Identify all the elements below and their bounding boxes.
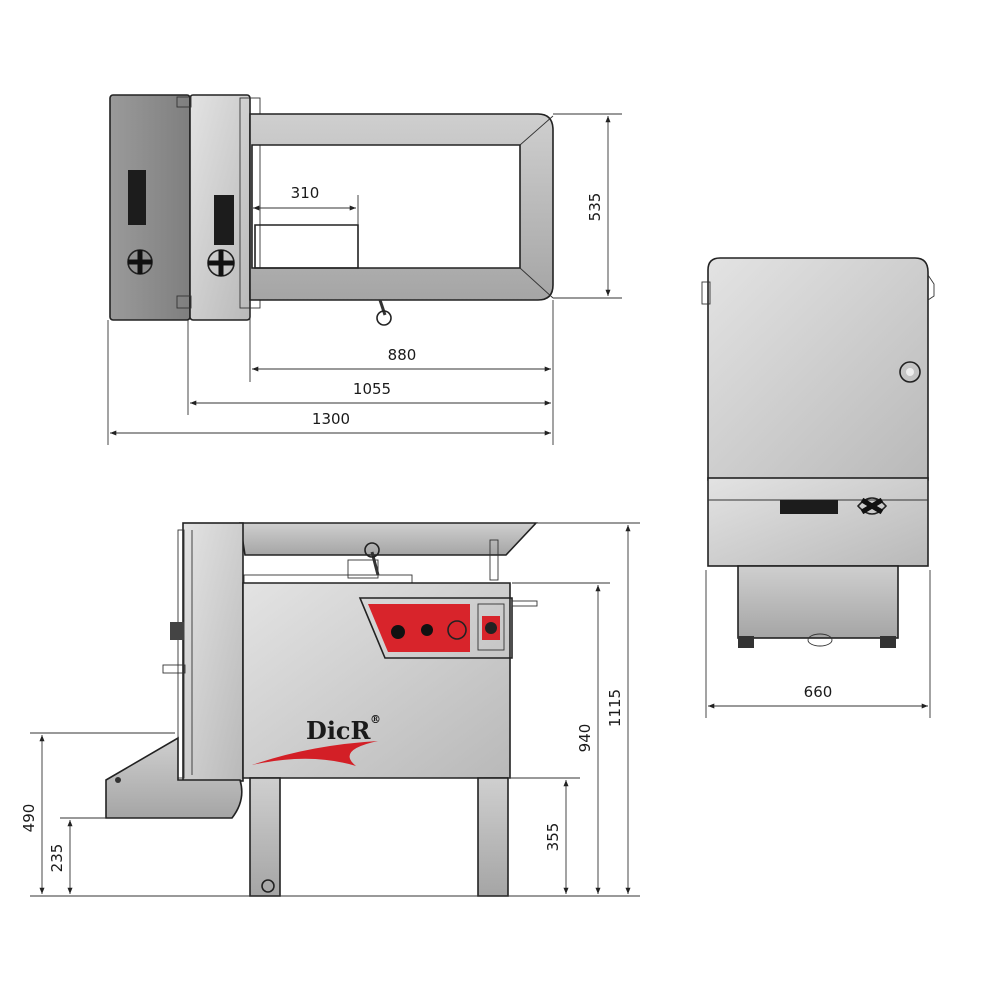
pusher-handle bbox=[376, 299, 392, 326]
dimension-lines bbox=[30, 113, 931, 897]
side-base bbox=[737, 565, 899, 639]
pusher-tray bbox=[254, 224, 359, 269]
hopper bbox=[239, 522, 538, 556]
caster-wheel bbox=[261, 879, 275, 893]
hinge bbox=[176, 295, 192, 309]
table-frame bbox=[249, 113, 554, 301]
tray-rail bbox=[243, 574, 413, 584]
top-view bbox=[109, 94, 554, 326]
pusher bbox=[347, 542, 380, 579]
star-knob-icon bbox=[899, 361, 921, 383]
motor-housing bbox=[109, 94, 191, 321]
side-view bbox=[701, 257, 935, 648]
front-view: DicR ® bbox=[105, 522, 538, 897]
dim-width: 660 bbox=[804, 683, 833, 701]
dim-outlet-base: 235 bbox=[48, 844, 66, 873]
logo-swoosh bbox=[252, 741, 378, 766]
svg-text:DicR: DicR bbox=[306, 716, 372, 745]
side-housing bbox=[707, 257, 929, 481]
outlet-chute bbox=[105, 736, 243, 819]
hinge bbox=[176, 96, 192, 108]
vent-grille bbox=[128, 170, 234, 245]
brand-logo: DicR ® bbox=[252, 713, 381, 766]
vent-grille bbox=[780, 500, 838, 514]
control-knob-icon bbox=[391, 620, 467, 640]
svg-text:®: ® bbox=[370, 713, 381, 726]
dimension-labels: 310 535 880 1055 1300 660 1115 940 355 4… bbox=[20, 184, 832, 872]
dim-table-height: 940 bbox=[576, 724, 594, 753]
knob-icon bbox=[162, 622, 186, 674]
dim-overall-height: 1115 bbox=[606, 689, 624, 727]
control-panel bbox=[358, 597, 513, 659]
leg bbox=[249, 777, 281, 897]
dim-body-length: 1055 bbox=[353, 380, 391, 398]
dim-depth: 535 bbox=[586, 193, 604, 222]
dim-overall-length: 1300 bbox=[312, 410, 350, 428]
dim-leg-height: 355 bbox=[544, 823, 562, 852]
dim-table-length: 880 bbox=[388, 346, 417, 364]
knob-icon bbox=[856, 497, 888, 515]
dim-blade-opening: 310 bbox=[291, 184, 320, 202]
control-panel-red bbox=[368, 604, 470, 652]
knob-icon bbox=[127, 249, 235, 277]
leg bbox=[477, 777, 509, 897]
dim-outlet-height: 490 bbox=[20, 804, 38, 833]
side-lower-panel bbox=[707, 477, 929, 567]
power-switch bbox=[477, 603, 505, 651]
